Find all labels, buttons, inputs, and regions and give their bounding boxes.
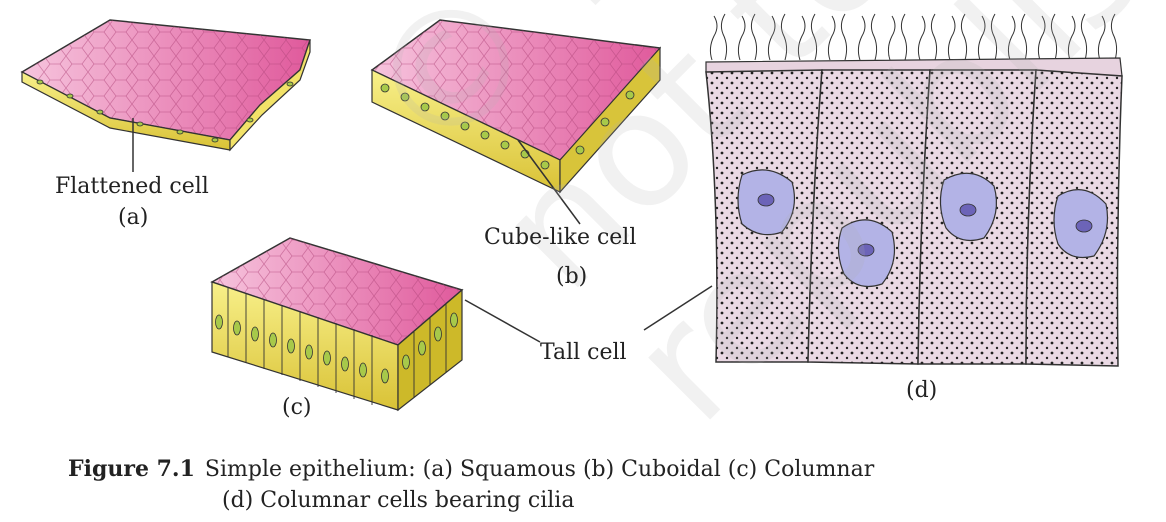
columnar-cell-4 (1025, 69, 1123, 367)
figure-number: Figure 7.1 (68, 456, 195, 482)
label-a: (a) (118, 205, 149, 230)
label-b: (b) (556, 264, 588, 289)
cilia (709, 13, 1118, 61)
columnar-epithelium (210, 237, 541, 412)
label-c: (c) (282, 395, 312, 420)
caption-line-1: Simple epithelium: (a) Squamous (b) Cubo… (204, 457, 875, 482)
label-cube-like-cell: Cube-like cell (484, 225, 637, 250)
ciliated-columnar-epithelium (643, 13, 1123, 367)
columnar-cell-1 (705, 69, 823, 363)
label-tall-cell: Tall cell (540, 340, 627, 365)
label-d: (d) (906, 378, 938, 403)
columnar-cell-3 (917, 69, 1037, 365)
cuboidal-epithelium (370, 19, 662, 225)
figure-caption: Figure 7.1 Simple epithelium: (a) Squamou… (68, 456, 874, 482)
label-flattened-cell: Flattened cell (55, 174, 209, 199)
columnar-cell-2 (807, 69, 931, 365)
squamous-epithelium (20, 19, 312, 172)
caption-line-2: (d) Columnar cells bearing cilia (222, 488, 575, 513)
